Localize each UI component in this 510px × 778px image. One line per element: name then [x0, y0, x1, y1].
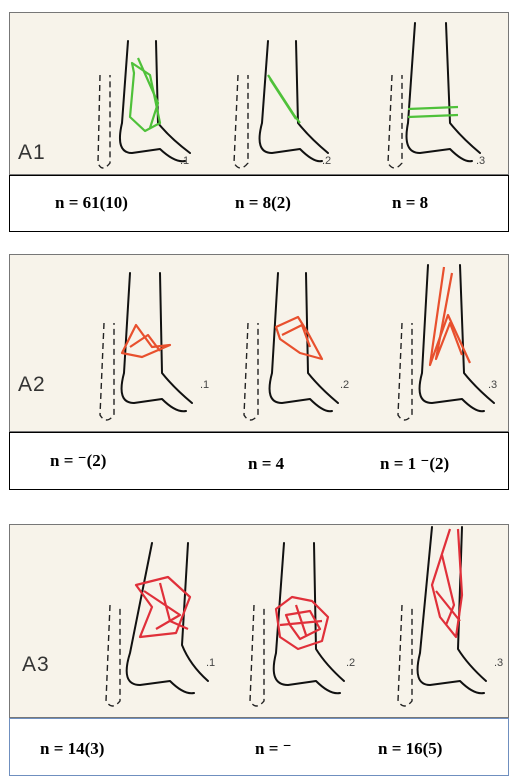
count-a2-1: n = ⁻(2)	[50, 451, 106, 471]
subtype-label-a1-2: .2	[322, 155, 331, 167]
count-a2-3: n = 1 ⁻(2)	[380, 454, 449, 474]
a3-2-fracture	[276, 597, 328, 649]
count-row-a2: n = ⁻(2) n = 4 n = 1 ⁻(2)	[9, 432, 509, 490]
count-row-a3: n = 14(3) n = ⁻ n = 16(5)	[9, 718, 509, 776]
group-label-a3: A3	[22, 653, 50, 677]
count-a3-2: n = ⁻	[255, 739, 292, 759]
subtype-label-a3-1: .1	[206, 657, 215, 669]
a2-1-fracture	[122, 325, 170, 357]
count-row-a1: n = 61(10) n = 8(2) n = 8	[9, 175, 509, 232]
a3-3-fracture	[432, 529, 462, 637]
a3-illustration	[10, 525, 510, 719]
count-a3-3: n = 16(5)	[378, 739, 442, 759]
group-label-a1: A1	[18, 141, 46, 165]
a1-2-bone	[234, 41, 328, 168]
subtype-label-a3-2: .2	[346, 657, 355, 669]
a1-3-bone	[388, 23, 480, 168]
count-a1-3: n = 8	[392, 193, 428, 213]
panel-a2: A2 .1 .2 .3	[9, 254, 509, 432]
a2-1-bone	[100, 273, 192, 420]
a3-1-bone	[106, 543, 208, 706]
a1-illustration	[10, 13, 510, 176]
a3-2-bone	[250, 543, 344, 706]
subtype-label-a2-1: .1	[200, 379, 209, 391]
a1-2-fracture	[268, 75, 300, 123]
subtype-label-a2-2: .2	[340, 379, 349, 391]
a2-2-fracture	[276, 317, 322, 359]
a1-1-fracture	[130, 58, 160, 131]
group-label-a2: A2	[18, 373, 46, 397]
panel-a3: A3 .1 .2 .3	[9, 524, 509, 718]
a2-3-bone	[398, 265, 494, 420]
a1-1-bone	[98, 41, 190, 168]
count-a1-1: n = 61(10)	[55, 193, 128, 213]
subtype-label-a1-1: .1	[180, 155, 189, 167]
subtype-label-a2-3: .3	[488, 379, 497, 391]
subtype-label-a1-3: .3	[476, 155, 485, 167]
count-a3-1: n = 14(3)	[40, 739, 104, 759]
count-a1-2: n = 8(2)	[235, 193, 291, 213]
a2-3-fracture	[430, 267, 470, 365]
subtype-label-a3-3: .3	[494, 657, 503, 669]
a2-illustration	[10, 255, 510, 433]
panel-a1: A1 .1 .2 .3	[9, 12, 509, 175]
count-a2-2: n = 4	[248, 454, 284, 474]
